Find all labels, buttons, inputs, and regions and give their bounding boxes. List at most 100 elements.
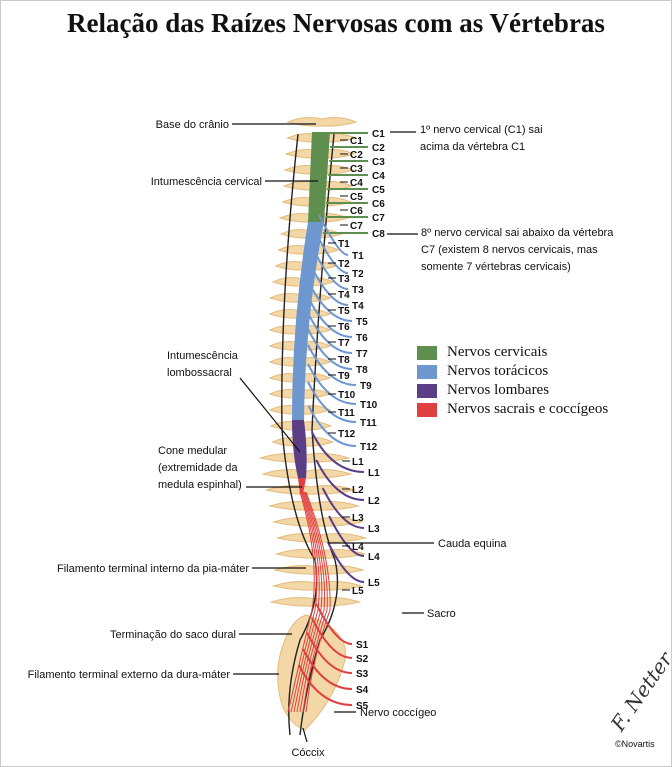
vertebra: [264, 485, 357, 495]
nerve-root-s5: [298, 664, 353, 706]
label-nervo-coccigeo: Nervo coccígeo: [360, 707, 436, 719]
vertebra-label-c7: C7: [350, 221, 363, 232]
vertebra: [271, 581, 364, 591]
nerve-label-t10: T10: [360, 400, 378, 411]
nerve-label-t4: T4: [352, 301, 364, 312]
nerve-label-c4: C4: [372, 171, 385, 182]
legend-label-sacrais: Nervos sacrais e coccígeos: [447, 401, 609, 417]
label-cone-line3: medula espinhal): [158, 479, 242, 491]
callout-sacro: Sacro: [402, 608, 456, 620]
legend-item-cervical: Nervos cervicais: [417, 343, 608, 362]
nerve-label-t1: T1: [352, 251, 364, 262]
vertebra-label-t10: T10: [338, 390, 356, 401]
vertebra-label-t11: T11: [338, 408, 355, 419]
legend-item-sacrais: Nervos sacrais e coccígeos: [417, 400, 608, 419]
nerve-root-l1: [310, 431, 365, 473]
nerve-label-l5: L5: [368, 578, 380, 589]
vertebra-label-c5: C5: [350, 192, 363, 203]
label-filamento-externo: Filamento terminal externo da dura-máter: [28, 669, 231, 681]
nerve-root-l2: [315, 459, 365, 501]
callout-cauda-equina: Cauda equina: [328, 538, 507, 550]
nerve-label-s1: S1: [356, 640, 369, 651]
vertebra: [271, 517, 364, 527]
nerve-label-l4: L4: [368, 552, 380, 563]
vertebra-label-t1: T1: [338, 239, 350, 250]
vertebra-label-l4: L4: [352, 542, 364, 553]
callout-c8-note: 8º nervo cervical sai abaixo da vértebra…: [387, 227, 614, 273]
callout-cone-medular: Cone medular (extremidade da medula espi…: [158, 445, 302, 491]
callout-filamento-interno: Filamento terminal interno da pia-máter: [57, 563, 306, 575]
callout-intumescencia-cervical: Intumescência cervical: [151, 176, 318, 188]
nerve-root-t1: [318, 214, 349, 256]
nerve-label-c1: C1: [372, 129, 385, 140]
label-c1-note-line2: acima da vértebra C1: [420, 141, 525, 153]
nerve-label-c7: C7: [372, 213, 385, 224]
label-c1-note-line1: 1º nervo cervical (C1) sai: [420, 124, 543, 136]
nerve-root-t4: [309, 264, 349, 306]
cauda-equina-strand: [290, 491, 318, 713]
vertebra-label-t3: T3: [338, 274, 350, 285]
vertebra-label-t9: T9: [338, 371, 350, 382]
label-base-cranio: Base do crânio: [156, 119, 229, 131]
leader-line: [239, 377, 301, 453]
vertebra: [269, 597, 362, 607]
nerve-label-t11: T11: [360, 418, 377, 429]
nerve-label-t8: T8: [356, 365, 368, 376]
vertebra-label-c1: C1: [350, 136, 363, 147]
vertebra-label-t4: T4: [338, 290, 350, 301]
cauda-equina-strand: [296, 491, 323, 713]
vertebra-label-l3: L3: [352, 513, 364, 524]
nerve-label-c8: C8: [372, 229, 385, 240]
nerve-label-s2: S2: [356, 654, 369, 665]
vertebra-label-l1: L1: [352, 457, 364, 468]
page-title: Relação das Raízes Nervosas com as Vérte…: [67, 8, 605, 38]
nerve-label-l3: L3: [368, 524, 380, 535]
cord-lumbar: [292, 420, 307, 478]
vertebra-label-l5: L5: [352, 586, 364, 597]
leader-line: [302, 727, 308, 743]
nerve-label-t7: T7: [356, 349, 368, 360]
nerve-root-t3: [312, 248, 349, 290]
vertebra-label-t2: T2: [338, 259, 350, 270]
nerve-root-s3: [306, 632, 353, 674]
nerve-label-c3: C3: [372, 157, 385, 168]
label-cauda-equina: Cauda equina: [438, 538, 507, 550]
vertebra: [268, 501, 361, 511]
nerve-label-s3: S3: [356, 669, 369, 680]
cauda-equina-strand: [287, 491, 315, 713]
legend-swatch-toracicos: [417, 364, 437, 379]
nerve-label-s4: S4: [356, 685, 369, 696]
nerve-root-t5: [307, 280, 353, 322]
nerve-label-l2: L2: [368, 496, 380, 507]
nerve-label-t6: T6: [356, 333, 368, 344]
label-sacro: Sacro: [427, 608, 456, 620]
vertebra: [286, 117, 358, 127]
cord-cervical: [308, 132, 330, 222]
nerve-root-s1: [315, 603, 353, 645]
nerve-label-s5: S5: [356, 701, 369, 712]
legend-item-toracicos: Nervos torácicos: [417, 362, 608, 381]
vertebra-label-c4: C4: [350, 178, 363, 189]
vertebra-label-l2: L2: [352, 485, 364, 496]
cord-thoracic: [292, 222, 324, 420]
segment-labels: C1C2C3C4C5C6C7C8T1T2T3T4T5T6T7T8T9T10T11…: [328, 129, 385, 712]
legend-swatch-lombares: [417, 383, 437, 398]
callout-base-cranio: Base do crânio: [156, 119, 316, 131]
legend-label-cervical: Nervos cervicais: [447, 344, 548, 360]
callout-nervo-coccigeo: Nervo coccígeo: [334, 707, 436, 719]
label-intumescencia-line1: Intumescência: [167, 350, 239, 362]
label-cone-line2: (extremidade da: [158, 462, 238, 474]
nerve-root-l3: [321, 487, 365, 529]
vertebra-label-t12: T12: [338, 429, 356, 440]
legend-label-toracicos: Nervos torácicos: [447, 363, 549, 379]
vertebra-label-c3: C3: [350, 164, 363, 175]
cauda-equina-strand: [302, 491, 328, 713]
label-c8-note-line1: 8º nervo cervical sai abaixo da vértebra: [421, 227, 614, 239]
nerve-root-t6: [307, 296, 353, 338]
label-c8-note-line3: somente 7 vértebras cervicais): [421, 261, 571, 273]
label-terminacao-saco: Terminação do saco dural: [110, 629, 236, 641]
vertebra-label-c6: C6: [350, 206, 363, 217]
callout-coccix: Cóccix: [291, 727, 325, 759]
nerve-root-t7: [307, 312, 353, 354]
